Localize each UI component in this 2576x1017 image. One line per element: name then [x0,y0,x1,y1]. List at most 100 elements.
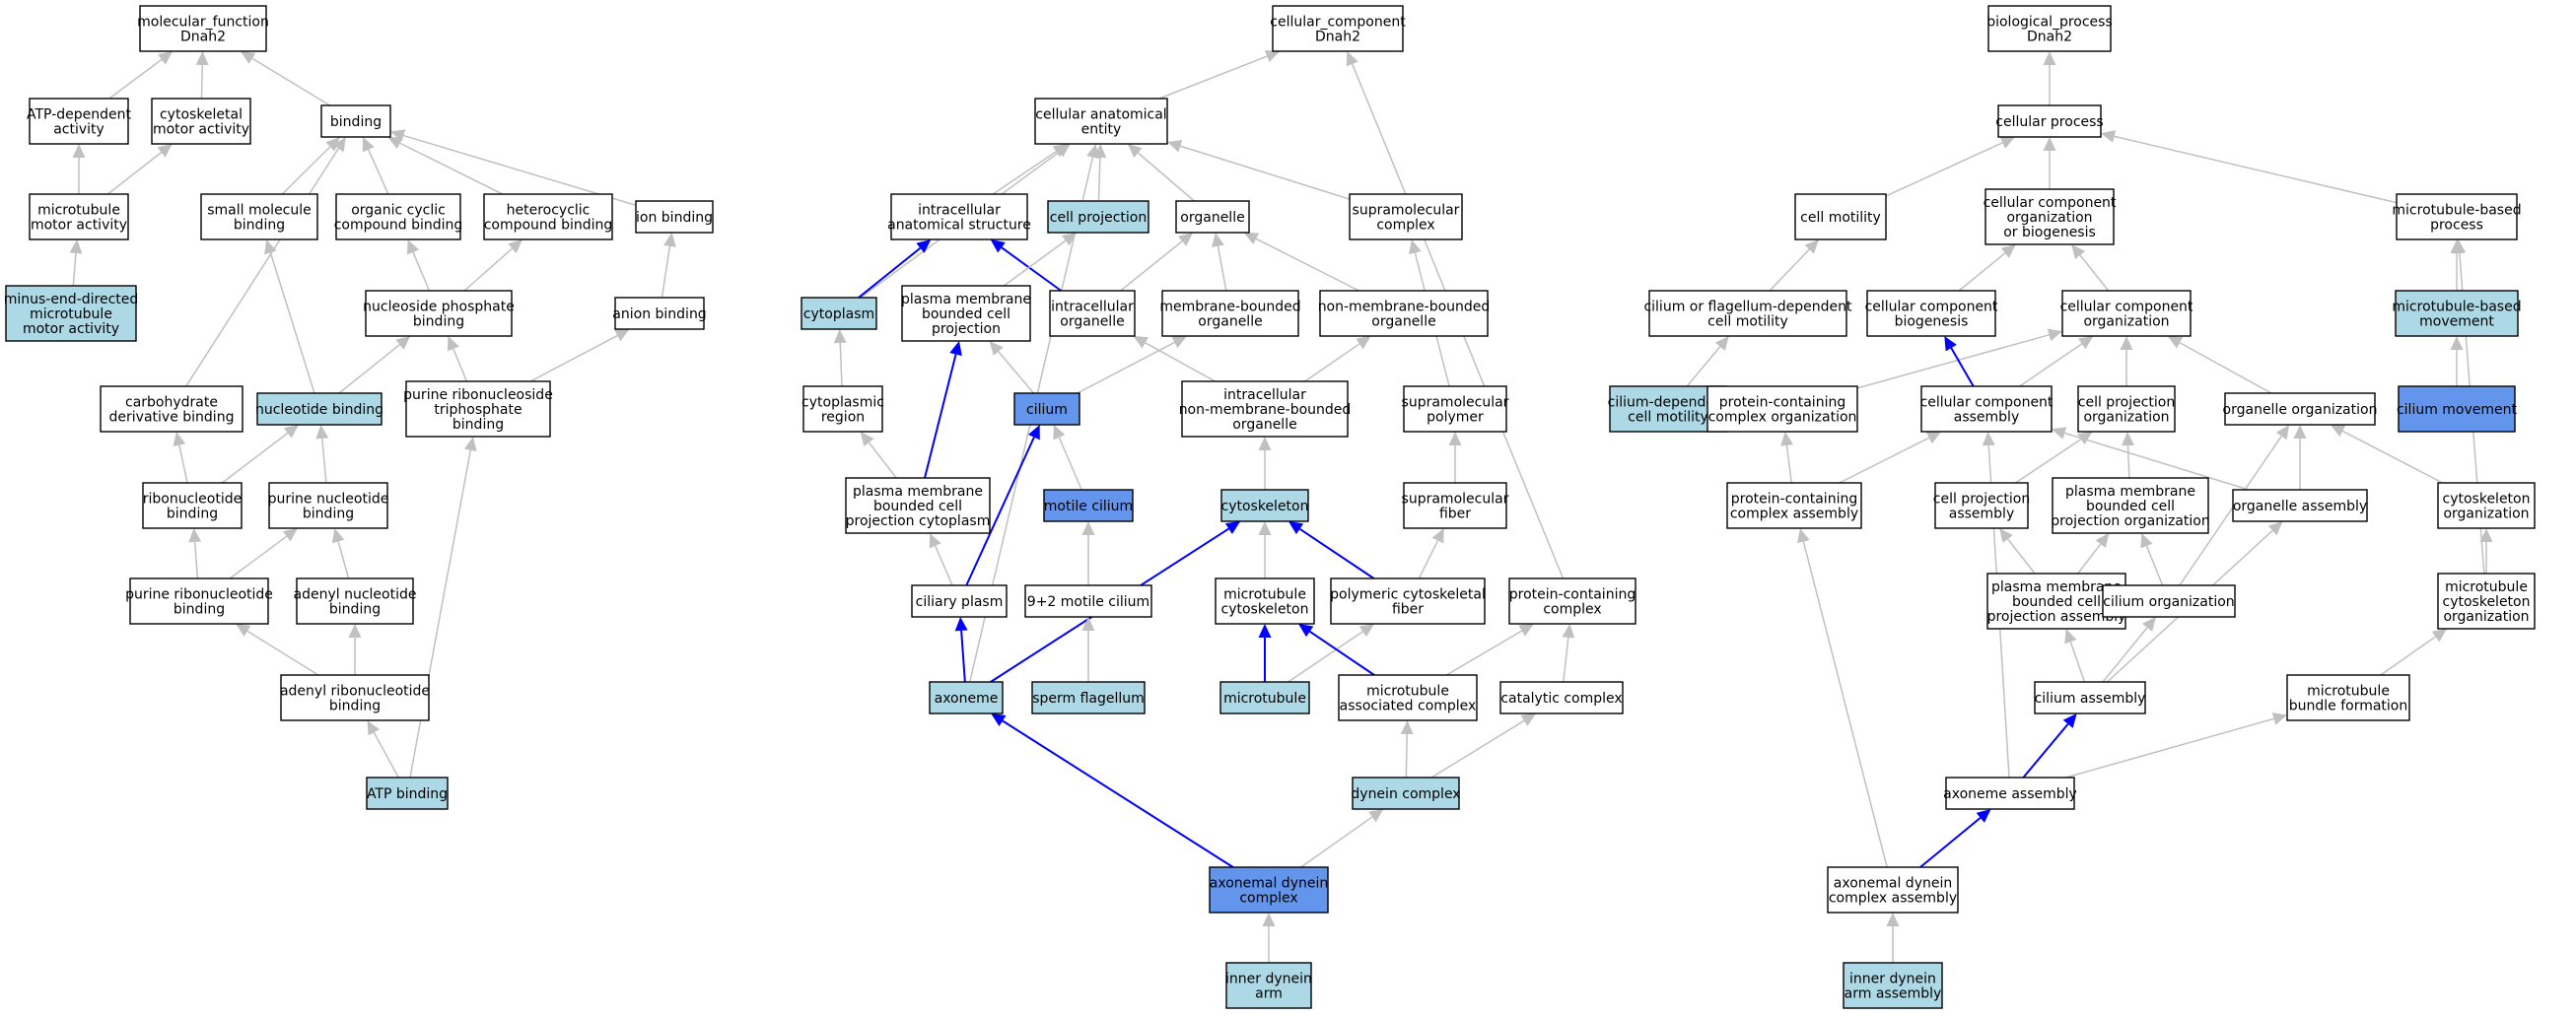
node-label-line: activity [53,122,104,138]
node-box [1403,482,1507,529]
node-label-line: adenyl ribonucleotide [280,684,430,700]
edge-line [1445,630,1523,676]
go-term-node-motile[interactable]: motile cilium [1043,489,1134,522]
arrowhead [2271,712,2287,725]
go-term-node-mt[interactable]: microtubule [1219,681,1310,714]
arrowhead [1258,624,1272,638]
go-term-node-atpb[interactable]: ATP binding [366,777,449,810]
edge-mt-to-polycyto [1288,624,1374,683]
node-box [2396,193,2518,240]
node-box [1349,193,1463,240]
node-box [1706,385,1858,433]
edge-axdynasm-to-pcasm [1797,528,1888,868]
go-term-node-nucb[interactable]: nucleotide binding [255,392,383,426]
go-term-node-anion[interactable]: anion binding [612,297,707,330]
edge-mtbundle-to-mtcsorg [2380,629,2447,676]
go-term-node-cellproc[interactable]: cellular process [1995,104,2104,138]
arrowhead [1976,809,1991,823]
go-term-node-organelle[interactable]: organelle [1175,200,1250,234]
node-box [1049,290,1136,337]
go-term-node-cilium[interactable]: cilium [1013,392,1080,426]
go-term-node-dyncx[interactable]: dynein complex [1351,777,1461,810]
go-term-node-motility[interactable]: cell motility [1794,193,1887,240]
go-term-node-ninetwo[interactable]: 9+2 motile cilium [1024,584,1152,618]
go-term-node-icnmb[interactable]: intracellularnon-membrane-boundedorganel… [1179,380,1352,438]
go-term-node-catcx[interactable]: catalytic complex [1499,681,1624,714]
go-term-node-ciliary[interactable]: ciliary plasm [911,584,1008,618]
edge-icnmb-to-nmborg [1304,336,1371,382]
go-term-node-axasm[interactable]: axoneme assembly [1943,777,2077,810]
go-term-node-orgorg[interactable]: organelle organization [2223,392,2378,426]
go-term-node-axoneme[interactable]: axoneme [929,681,1004,714]
go-term-node-cproj[interactable]: cell projection [1047,200,1149,234]
node-label-line: associated complex [1340,699,1477,714]
node-label-line: purine ribonucleoside [403,387,553,403]
arrowhead [1258,521,1272,535]
arrowhead [332,137,346,153]
go-term-node-cilorg[interactable]: cilium organization [2102,584,2236,618]
go-term-node-cytoplasm[interactable]: cytoplasm [801,297,877,330]
go-term-node-cilasm[interactable]: cilium assembly [2034,681,2146,714]
go-term-node-orgasm[interactable]: organelle assembly [2232,489,2368,522]
go-term-node-sperm[interactable]: sperm flagellum [1031,681,1146,714]
go-term-node-ionb[interactable]: ion binding [635,200,714,234]
node-label-line: cytoskeleton [1221,499,1309,514]
go-term-node-cmove[interactable]: cilium movement [2397,385,2518,433]
go-term-node-binding[interactable]: binding [320,104,391,138]
go-term-node-cytoskel[interactable]: cytoskeleton [1220,489,1309,522]
